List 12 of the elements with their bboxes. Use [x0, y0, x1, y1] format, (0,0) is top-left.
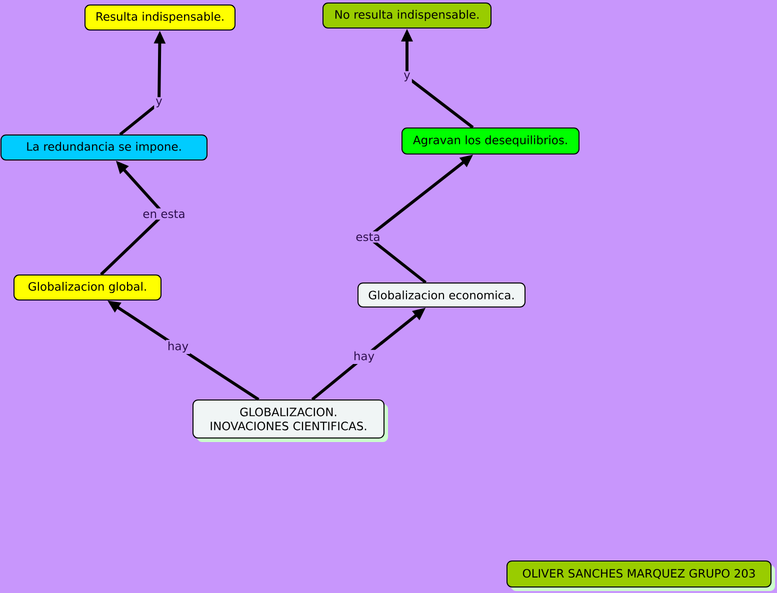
edge-label: y — [154, 97, 164, 109]
concept-box: GLOBALIZACION. INOVACIONES CIENTIFICAS. — [192, 400, 388, 442]
edge-label: esta — [354, 231, 382, 243]
concept-box: Globalizacion economica. — [358, 282, 526, 308]
concept-box: Globalizacion global. — [14, 274, 162, 300]
edge-label: en esta — [141, 208, 187, 220]
concept-box: Agravan los desequilibrios. — [402, 128, 580, 154]
credit-box: OLIVER SANCHES MARQUEZ GRUPO 203 — [506, 560, 775, 591]
concept-box: La redundancia se impone. — [0, 134, 208, 160]
concept-box: No resulta indispensable. — [322, 2, 492, 28]
edge-label: y — [402, 71, 412, 83]
concept-box: Resulta indispensable. — [84, 4, 236, 30]
